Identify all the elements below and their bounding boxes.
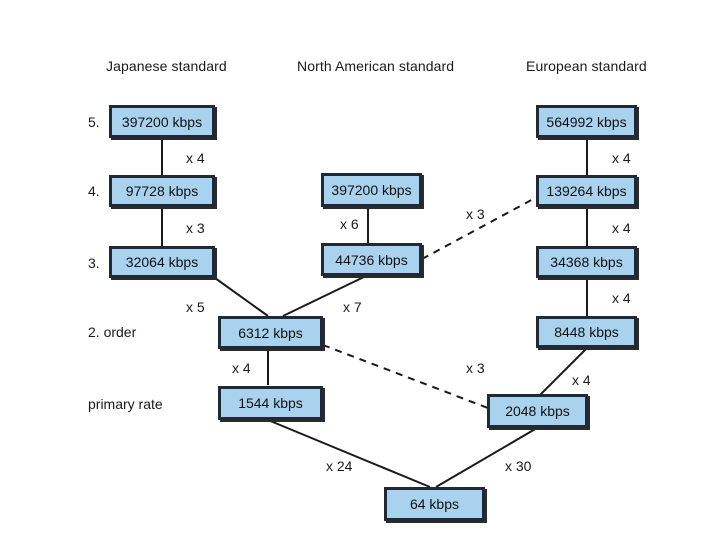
box-primary-1544: 1544 kbps xyxy=(218,386,323,420)
box-na-level4: 397200 kbps xyxy=(321,173,422,207)
mult-shared2-primary: x 4 xyxy=(232,360,251,376)
line-euprimary-base xyxy=(435,427,538,488)
dashed-na3-eu4 xyxy=(421,196,538,260)
box-eu-order2: 8448 kbps xyxy=(536,316,637,348)
dashed-shared2-euprimary xyxy=(322,344,489,409)
mult-eu-3-2: x 4 xyxy=(612,290,631,306)
box-jp-level5: 397200 kbps xyxy=(109,105,215,138)
row-label-level3: 3. xyxy=(88,255,100,271)
box-eu-level3: 34368 kbps xyxy=(536,246,637,278)
line-jp3-shared2 xyxy=(214,277,269,317)
box-jp-level4: 97728 kbps xyxy=(109,175,215,207)
mult-jp-4-3: x 3 xyxy=(186,220,205,236)
row-label-level4: 4. xyxy=(88,183,100,199)
header-japanese: Japanese standard xyxy=(106,58,227,74)
mult-shared2-euprimary: x 3 xyxy=(466,360,485,376)
line-na3-shared2 xyxy=(282,274,369,317)
box-eu-level5: 564992 kbps xyxy=(536,105,637,138)
mult-primary-base: x 24 xyxy=(326,458,353,474)
mult-na-4-3: x 6 xyxy=(340,216,359,232)
row-label-level5: 5. xyxy=(88,114,100,130)
header-north-american: North American standard xyxy=(297,58,455,74)
box-jp-level3: 32064 kbps xyxy=(109,246,215,278)
box-na-level3: 44736 kbps xyxy=(321,243,422,276)
mult-jp-5-4: x 4 xyxy=(186,150,205,166)
box-order2-6312: 6312 kbps xyxy=(218,316,323,349)
row-label-primary: primary rate xyxy=(88,396,163,412)
line-primary-base xyxy=(267,419,431,488)
mult-eu2-euprimary: x 4 xyxy=(572,372,591,388)
line-eu2-euprimary xyxy=(539,347,588,396)
mult-eu-4-3: x 4 xyxy=(612,220,631,236)
box-primary-2048: 2048 kbps xyxy=(487,394,588,428)
mult-na-3-2: x 7 xyxy=(343,299,362,315)
row-label-order2: 2. order xyxy=(88,324,137,340)
box-base-64: 64 kbps xyxy=(384,487,485,521)
header-european: European standard xyxy=(526,58,647,74)
mult-jp-3-2: x 5 xyxy=(186,299,205,315)
mult-na3-eu4: x 3 xyxy=(466,206,485,222)
mult-euprimary-base: x 30 xyxy=(505,458,532,474)
mult-eu-5-4: x 4 xyxy=(612,150,631,166)
box-eu-level4: 139264 kbps xyxy=(536,175,637,207)
